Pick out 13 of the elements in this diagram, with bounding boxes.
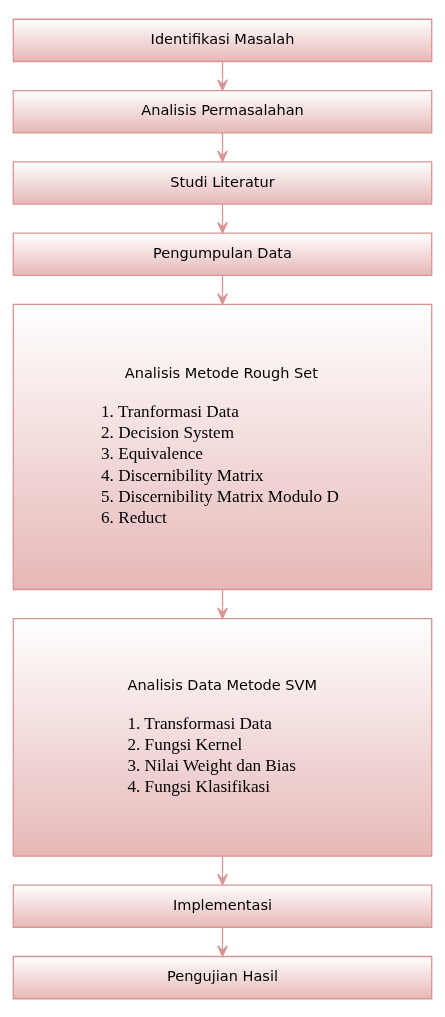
arrow	[217, 588, 228, 619]
node-box: Studi Literatur	[12, 160, 433, 205]
node-box: Implementasi	[12, 884, 433, 928]
arrow	[217, 202, 228, 234]
node-box: Pengujian Hasil	[12, 955, 433, 999]
arrow	[217, 926, 228, 957]
node-box: Analisis Metode Rough Set 1. Tranformasi Data 2. Decision System 3. Equivalence 4. Discernibility Matrix 5. Discernibility Matrix Modulo D 6. Reduct	[12, 303, 433, 590]
arrow	[217, 131, 228, 162]
node-box: Pengumpulan Data	[12, 231, 433, 276]
node-box: Analisis Permasalahan	[12, 89, 433, 133]
arrow	[217, 60, 228, 91]
node-box: Identifikasi Masalah	[12, 18, 433, 62]
node-box: Analisis Data Metode SVM 1. Transformasi Data 2. Fungsi Kernel 3. Nilai Weight dan Bias 4. Fungsi Klasifikasi	[12, 617, 433, 857]
